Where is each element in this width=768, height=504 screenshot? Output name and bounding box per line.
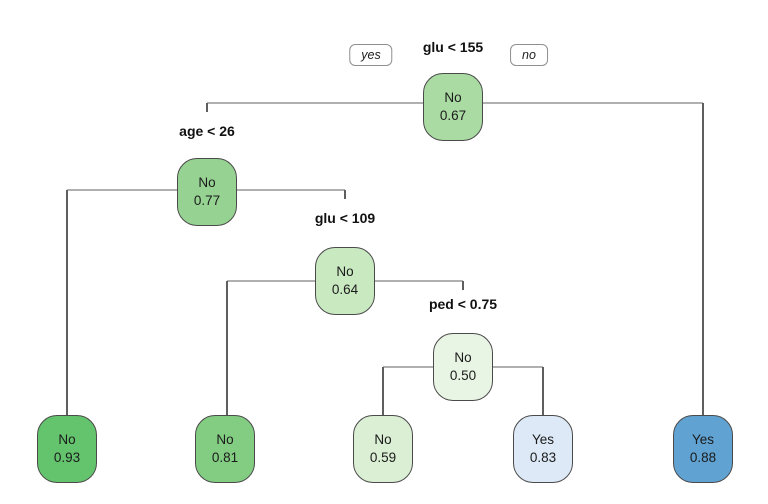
tree-node-age26: No 0.77 (177, 158, 237, 226)
node-probability: 0.59 (369, 450, 397, 465)
node-probability: 0.77 (193, 193, 221, 208)
tree-leaf-yes-083: Yes 0.83 (513, 415, 573, 483)
tree-leaf-no-059: No 0.59 (353, 415, 413, 483)
node-class-label: No (374, 432, 392, 447)
tree-leaf-yes-088: Yes 0.88 (673, 415, 733, 483)
edge-glu109-no-tick (462, 281, 464, 290)
node-class-label: Yes (531, 432, 555, 447)
node-class-label: No (336, 264, 354, 279)
split-label-ped075: ped < 0.75 (428, 296, 498, 312)
node-class-label: No (198, 175, 216, 190)
node-class-label: Yes (691, 432, 715, 447)
split-label-glu155: glu < 155 (422, 39, 484, 55)
node-class-label: No (444, 90, 462, 105)
tree-node-ped075: No 0.50 (433, 333, 493, 401)
edge-age-yes-vertical (66, 190, 68, 415)
edge-age-no-tick (344, 190, 346, 199)
node-class-label: No (58, 432, 76, 447)
edge-ped-no-vertical (542, 367, 544, 415)
edge-root-no-vertical (702, 103, 704, 415)
branch-answer-yes-box: yes (349, 44, 393, 66)
node-probability: 0.50 (449, 368, 477, 383)
node-class-label: No (216, 432, 234, 447)
split-label-glu109: glu < 109 (314, 210, 376, 226)
edge-root-yes-tick (206, 103, 208, 112)
edge-glu109-yes-vertical (226, 281, 228, 415)
tree-leaf-no-093: No 0.93 (37, 415, 97, 483)
node-probability: 0.67 (439, 108, 467, 123)
node-probability: 0.83 (529, 450, 557, 465)
node-probability: 0.64 (331, 282, 359, 297)
node-class-label: No (454, 350, 472, 365)
tree-leaf-no-081: No 0.81 (195, 415, 255, 483)
node-probability: 0.88 (689, 450, 717, 465)
node-probability: 0.93 (53, 450, 81, 465)
tree-node-root: No 0.67 (423, 73, 483, 141)
branch-answer-no-box: no (510, 44, 548, 66)
tree-node-glu109: No 0.64 (315, 247, 375, 315)
split-label-age26: age < 26 (179, 123, 235, 139)
node-probability: 0.81 (211, 450, 239, 465)
edge-ped-yes-vertical (382, 367, 384, 415)
